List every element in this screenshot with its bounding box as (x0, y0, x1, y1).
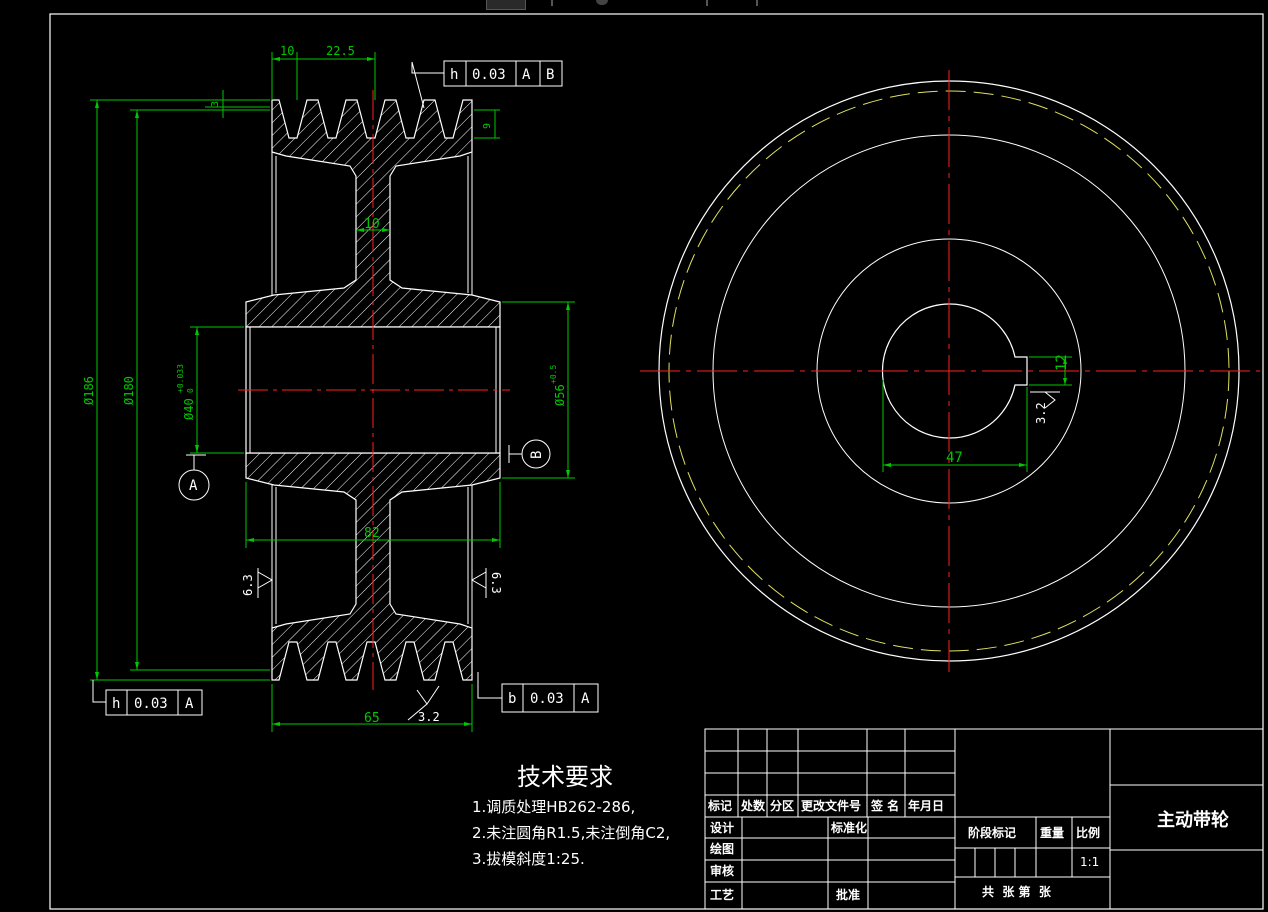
tb-standardize: 标准化 (830, 820, 867, 835)
dim-dia-180: Ø180 (122, 376, 136, 405)
toolbar-separator (706, 0, 708, 6)
drawing-frame (49, 13, 1264, 910)
gdt-top-symbol: h (450, 67, 458, 83)
gdt-br-datum: A (581, 691, 590, 707)
tb-scale-label: 比例 (1076, 825, 1100, 840)
title-block (704, 728, 1264, 910)
gdt-top-datum-a: A (522, 67, 531, 83)
cad-toolbar-fragment (486, 0, 786, 10)
gdt-top-datum-b: B (546, 67, 554, 83)
tb-design: 设计 (710, 820, 734, 835)
dim-bore-tolerance: +0.033 (176, 364, 185, 393)
dim-dia-bore: Ø40 (182, 398, 196, 420)
gdt-br-symbol: b (508, 691, 516, 707)
tb-stage-mark: 阶段标记 (968, 825, 1016, 840)
tb-draw: 绘图 (710, 841, 734, 856)
tb-label-date: 年月日 (908, 798, 944, 813)
dim-total-65: 65 (364, 711, 380, 726)
tb-label-change-doc: 更改文件号 (801, 798, 861, 813)
tech-req-title: 技术要求 (517, 763, 613, 791)
datum-a-label: A (189, 478, 198, 494)
tb-scale-value: 1:1 (1080, 855, 1099, 869)
tb-part-name: 主动带轮 (1157, 809, 1229, 831)
dim-keyway-height: 12 (1054, 354, 1070, 371)
keyway-dimensions (882, 356, 1072, 472)
toolbar-icon[interactable] (596, 0, 608, 5)
dim-width-10: 10 (280, 44, 294, 58)
datum-b-marker (508, 439, 551, 469)
tb-approve: 批准 (836, 887, 860, 902)
roughness-left-value: 6.3 (241, 574, 255, 596)
gdt-br-tolerance: 0.03 (530, 691, 564, 707)
gdt-frame-top: h 0.03 A B (411, 60, 563, 109)
dim-keyway-width: 47 (946, 450, 963, 466)
tb-review: 审核 (710, 863, 734, 878)
section-view (238, 90, 510, 690)
dim-web-10: 10 (364, 217, 380, 232)
tech-req-item-3: 3.拔模斜度1:25. (472, 850, 585, 868)
dim-groove-3: 3 (210, 101, 221, 107)
tb-label-count: 处数 (740, 798, 766, 813)
roughness-bottom-value: 3.2 (418, 710, 440, 724)
tb-weight: 重量 (1040, 825, 1064, 840)
dim-width-22-5: 22.5 (326, 44, 355, 58)
end-view (640, 70, 1260, 672)
datum-a-marker (178, 454, 210, 501)
tech-req-item-2: 2.未注圆角R1.5,未注倒角C2, (472, 824, 670, 842)
roughness-right-value: 6.3 (489, 572, 503, 594)
keyway-roughness-value: 3.2 (1034, 402, 1048, 424)
gdt-bl-symbol: h (112, 696, 120, 712)
gdt-frame-bottom-left: h 0.03 A (92, 680, 203, 716)
datum-b-label: B (529, 451, 545, 459)
gdt-bl-datum: A (185, 696, 194, 712)
roughness-symbols (257, 391, 1060, 721)
dimension-arrows (95, 57, 570, 726)
technical-requirements: 技术要求 1.调质处理HB262-286, 2.未注圆角R1.5,未注倒角C2,… (472, 763, 670, 868)
dim-dia-186: Ø186 (82, 376, 96, 405)
toolbar-button[interactable] (486, 0, 526, 10)
dim-bore-tolerance-low: 0 (186, 388, 195, 393)
gdt-frame-bottom-right: b 0.03 A (477, 672, 599, 713)
section-dimensions (90, 52, 575, 732)
dim-hub-tolerance: +0.5 (549, 365, 558, 384)
gdt-bl-tolerance: 0.03 (134, 696, 168, 712)
tb-label-sign: 签 名 (870, 798, 899, 813)
tb-process: 工艺 (710, 887, 734, 902)
gdt-top-tolerance: 0.03 (472, 67, 506, 83)
tb-label-mark: 标记 (707, 798, 732, 813)
dim-hub-82: 82 (364, 526, 380, 541)
dim-groove-9: 9 (482, 123, 493, 129)
toolbar-separator (551, 0, 553, 6)
dim-dia-hub: Ø56 (553, 384, 567, 406)
toolbar-separator (756, 0, 758, 6)
tech-req-item-1: 1.调质处理HB262-286, (472, 798, 635, 816)
tb-sheet: 共 张 第 张 (982, 884, 1052, 899)
tb-label-zone: 分区 (770, 798, 794, 813)
